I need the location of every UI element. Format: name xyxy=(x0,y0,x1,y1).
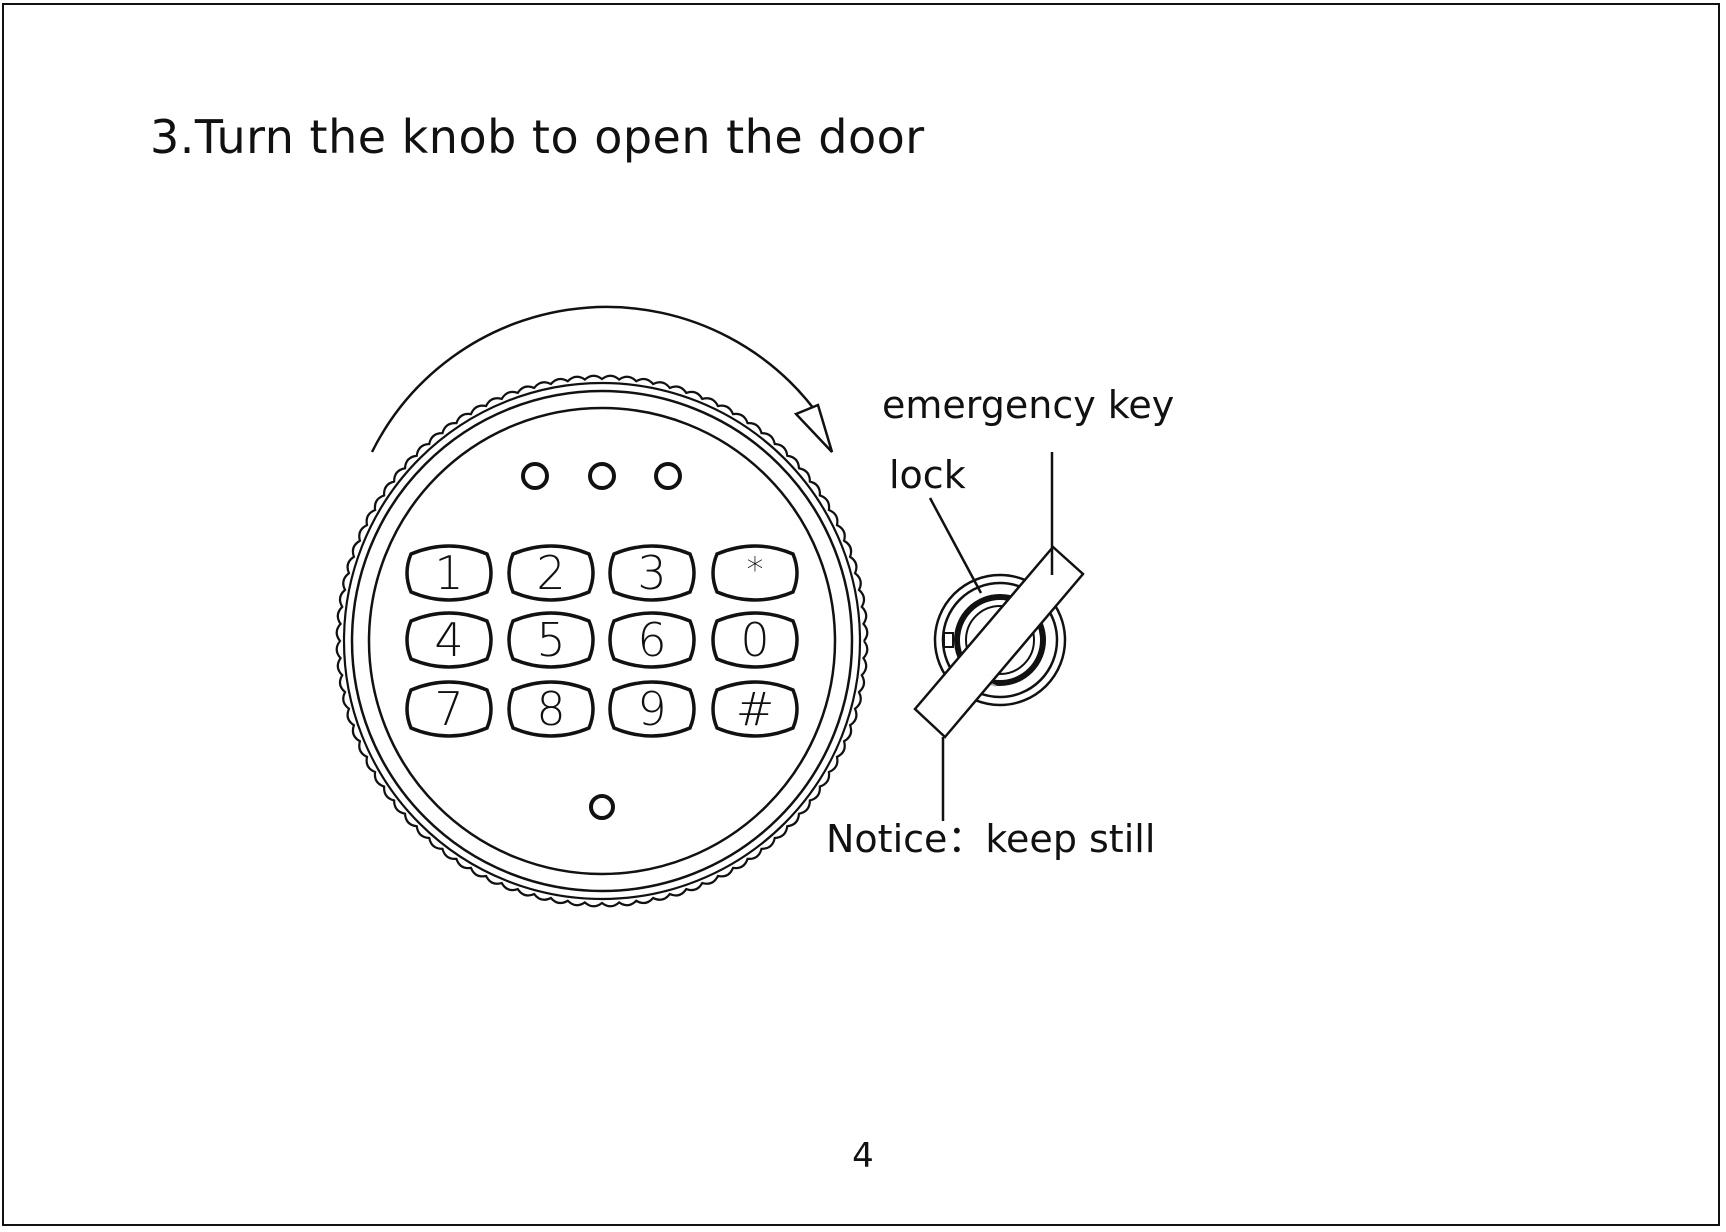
knob-rim xyxy=(350,389,854,893)
bottom-sensor-icon xyxy=(589,794,615,820)
keypad: 1 2 3 * 4 5 6 0 7 8 9 # xyxy=(405,544,799,738)
emergency-key xyxy=(913,545,1085,739)
clockwise-arrow-icon xyxy=(370,305,834,453)
indicator-light-icon xyxy=(654,462,682,490)
keypad-key-outline xyxy=(711,611,799,669)
step-title: 3.Turn the knob to open the door xyxy=(150,110,925,164)
keypad-key-label: 8 xyxy=(536,682,565,736)
keypad-key-label: 9 xyxy=(637,682,666,736)
keypad-key-outline xyxy=(507,544,595,602)
keypad-key-7[interactable]: 7 xyxy=(405,680,493,738)
keypad-key-label: 3 xyxy=(637,546,666,600)
keypad-key-2[interactable]: 2 xyxy=(507,544,595,602)
keypad-face xyxy=(367,406,837,876)
notice-label: Notice：keep still xyxy=(826,817,1155,861)
emergency-key-label: emergency key xyxy=(882,383,1174,427)
keypad-key-label: 4 xyxy=(434,613,463,667)
keypad-key-0[interactable]: 0 xyxy=(711,611,799,669)
page-number: 4 xyxy=(852,1136,874,1176)
keypad-key-label: 1 xyxy=(434,546,463,600)
keypad-key-label: # xyxy=(736,682,775,736)
keypad-key-label: 2 xyxy=(536,546,565,600)
indicator-light-icon xyxy=(521,462,549,490)
keypad-key-label: 7 xyxy=(434,682,463,736)
keypad-key-5[interactable]: 5 xyxy=(507,611,595,669)
keypad-key-outline xyxy=(405,680,493,738)
keypad-key-1[interactable]: 1 xyxy=(405,544,493,602)
keypad-key-6[interactable]: 6 xyxy=(608,611,696,669)
keypad-key-hash[interactable]: # xyxy=(711,680,799,738)
keypad-key-label: 5 xyxy=(536,613,565,667)
indicator-lights xyxy=(521,462,682,490)
lock-leader xyxy=(928,497,983,594)
indicator-light-icon xyxy=(588,462,616,490)
keypad-key-outline xyxy=(711,544,799,602)
keypad-key-3[interactable]: 3 xyxy=(608,544,696,602)
keypad-key-outline xyxy=(608,611,696,669)
keypad-key-label: * xyxy=(747,550,764,590)
keypad-key-outline xyxy=(405,611,493,669)
lock-label: lock xyxy=(889,453,966,497)
keypad-key-4[interactable]: 4 xyxy=(405,611,493,669)
keypad-key-9[interactable]: 9 xyxy=(608,680,696,738)
keypad-key-label: 0 xyxy=(740,613,769,667)
knurled-edge xyxy=(335,374,869,908)
keypad-key-8[interactable]: 8 xyxy=(507,680,595,738)
keypad-key-outline xyxy=(608,680,696,738)
keypad-key-outline xyxy=(405,544,493,602)
keypad-key-star[interactable]: * xyxy=(711,544,799,602)
keypad-key-outline xyxy=(608,544,696,602)
keypad-key-outline xyxy=(507,611,595,669)
keypad-key-outline xyxy=(507,680,595,738)
page-frame xyxy=(2,3,1720,1226)
lock-cylinder xyxy=(933,573,1067,707)
keypad-key-outline xyxy=(711,680,799,738)
knob-outer-ring xyxy=(335,374,869,908)
keypad-key-label: 6 xyxy=(637,613,666,667)
